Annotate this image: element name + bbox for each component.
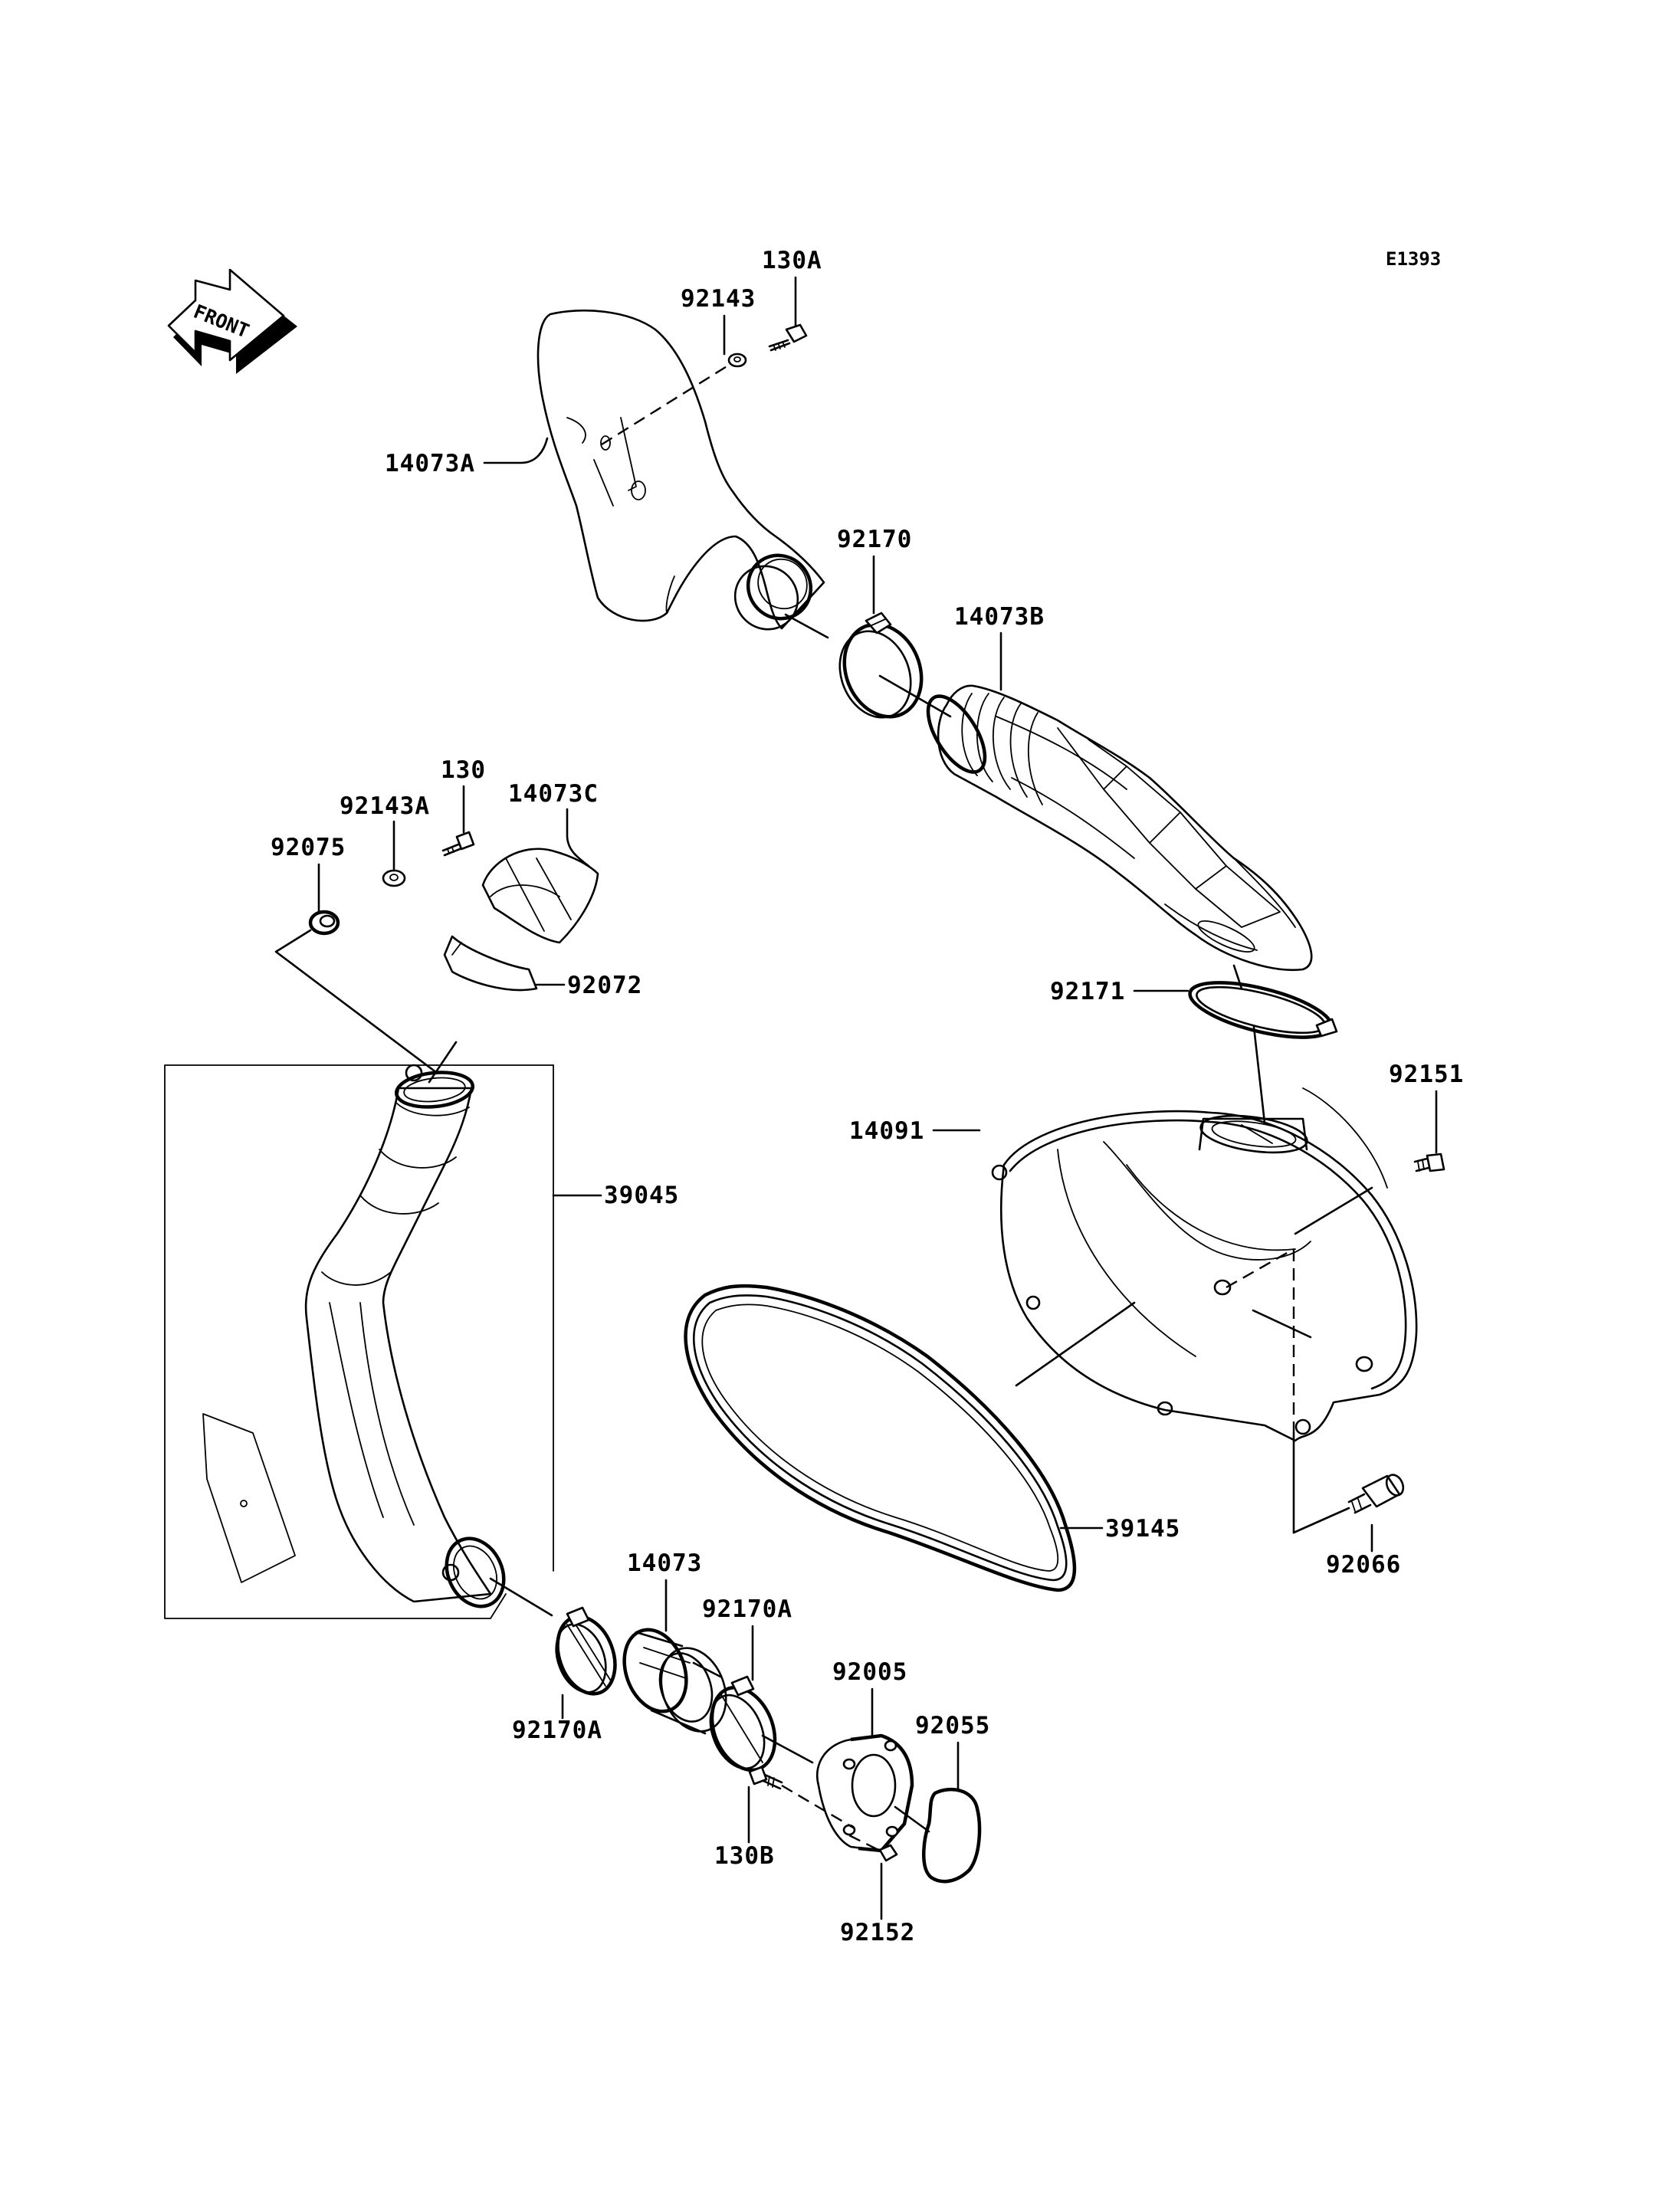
diagram-code: E1393 bbox=[1386, 248, 1441, 270]
clamp-92170 bbox=[838, 612, 924, 719]
band-92171 bbox=[1188, 981, 1338, 1039]
label-130: 130 bbox=[441, 756, 486, 784]
bolt-130B bbox=[748, 1766, 783, 1790]
belt-39145 bbox=[684, 1284, 1077, 1592]
label-92152: 92152 bbox=[840, 1919, 915, 1946]
housing-92005 bbox=[816, 1733, 914, 1853]
boot-14073B bbox=[926, 684, 1313, 972]
label-14073B: 14073B bbox=[954, 603, 1045, 631]
label-14073A: 14073A bbox=[385, 450, 475, 477]
washer-92143A bbox=[382, 869, 406, 887]
clamp-92170A-left bbox=[555, 1606, 617, 1696]
label-130B: 130B bbox=[714, 1842, 775, 1870]
sensor-92066 bbox=[1347, 1474, 1405, 1514]
duct-39045 bbox=[202, 1064, 506, 1608]
washer-92143 bbox=[727, 353, 747, 368]
cover-14091 bbox=[991, 1087, 1418, 1442]
label-92171: 92171 bbox=[1050, 978, 1125, 1005]
duct-14073A bbox=[536, 309, 825, 631]
bolt-92151 bbox=[1413, 1153, 1445, 1172]
label-130A: 130A bbox=[762, 247, 822, 274]
label-92075: 92075 bbox=[271, 834, 346, 861]
label-92170A-top: 92170A bbox=[702, 1595, 792, 1623]
label-92151: 92151 bbox=[1389, 1061, 1464, 1088]
strap-92072 bbox=[443, 935, 538, 992]
joint-14073 bbox=[622, 1628, 727, 1735]
label-92170A-bottom: 92170A bbox=[512, 1717, 602, 1744]
label-14073C: 14073C bbox=[508, 780, 599, 808]
label-14073: 14073 bbox=[627, 1549, 702, 1577]
label-14091: 14091 bbox=[849, 1117, 924, 1145]
bolt-130 bbox=[441, 831, 475, 857]
gasket-92055 bbox=[922, 1787, 982, 1884]
label-92170: 92170 bbox=[837, 526, 912, 553]
label-92055: 92055 bbox=[915, 1712, 990, 1740]
intake-14073C bbox=[481, 848, 599, 944]
label-39145: 39145 bbox=[1105, 1515, 1180, 1543]
nut-92152 bbox=[878, 1844, 898, 1862]
label-92143: 92143 bbox=[681, 285, 756, 313]
label-92072: 92072 bbox=[567, 972, 642, 999]
label-92143A: 92143A bbox=[340, 792, 430, 820]
clamp-92170A-right bbox=[709, 1675, 777, 1772]
label-39045: 39045 bbox=[604, 1182, 679, 1209]
grommet-92075 bbox=[308, 910, 340, 936]
bolt-130A bbox=[768, 323, 808, 352]
label-92005: 92005 bbox=[832, 1658, 907, 1686]
front-arrow-icon: FRONT bbox=[167, 268, 297, 374]
bracket-39045 bbox=[164, 1064, 507, 1619]
label-92066: 92066 bbox=[1326, 1551, 1401, 1579]
